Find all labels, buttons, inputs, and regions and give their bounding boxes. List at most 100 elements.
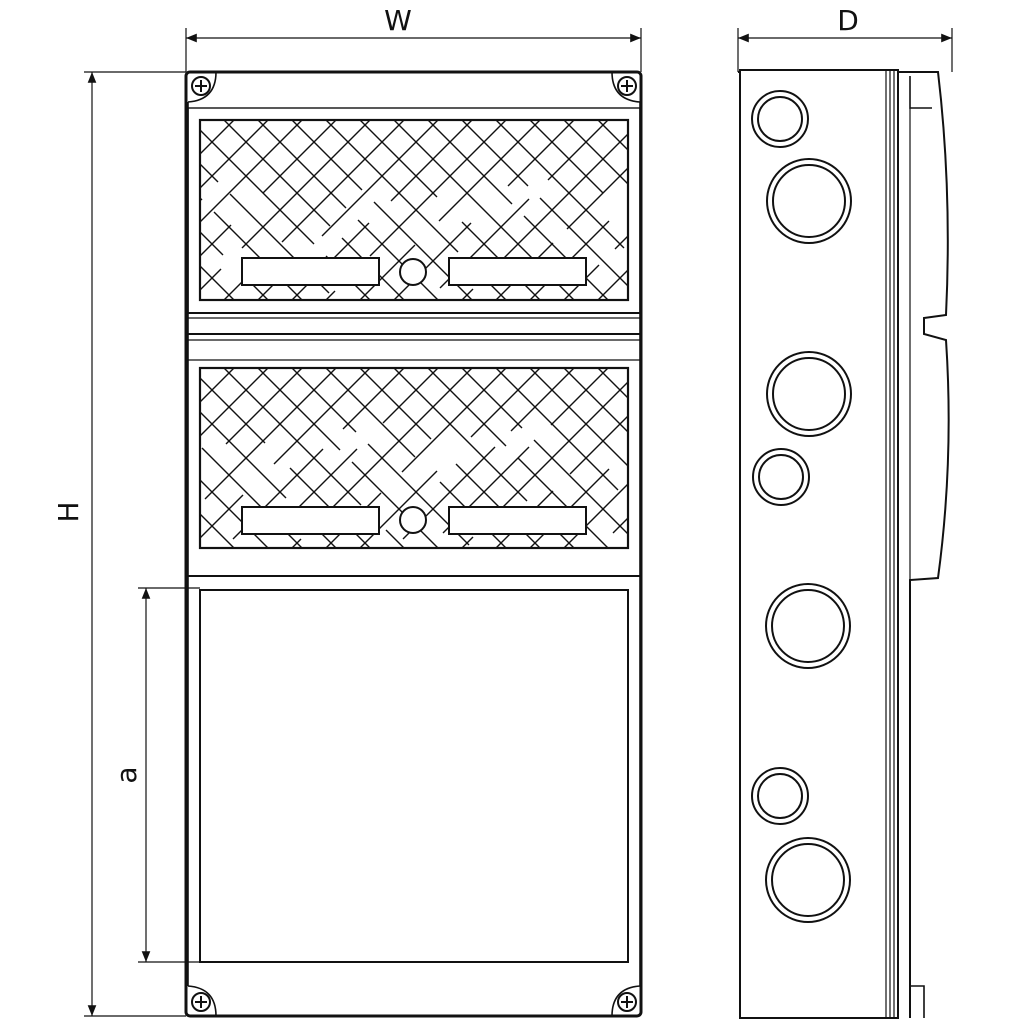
hatch-line bbox=[614, 235, 628, 250]
hatch-line bbox=[818, 238, 881, 301]
hatch-line bbox=[356, 354, 430, 428]
hatch-line bbox=[958, 548, 1019, 609]
hatch-line bbox=[984, 676, 1024, 728]
hatch-line bbox=[588, 348, 659, 419]
lock-icon bbox=[399, 506, 427, 534]
hatch-line bbox=[359, 244, 416, 300]
hatch-line bbox=[143, 838, 240, 935]
hatch-line bbox=[340, 703, 365, 728]
hatch-line bbox=[354, 344, 486, 476]
hatch-line bbox=[423, 755, 493, 825]
hatch-line bbox=[137, 695, 281, 839]
cable-entry-small bbox=[751, 90, 809, 148]
hatch-line bbox=[679, 368, 744, 433]
hatch-line bbox=[482, 548, 543, 609]
hatch-line bbox=[359, 830, 452, 923]
hatch-line bbox=[330, 779, 435, 884]
hatch-line bbox=[920, 962, 934, 976]
hatch-line bbox=[546, 758, 627, 839]
hatch-line bbox=[602, 464, 721, 583]
hatch-line bbox=[0, 420, 2, 496]
hatch-line bbox=[569, 415, 628, 475]
hatch-line bbox=[88, 368, 174, 454]
cable-entry-small bbox=[751, 767, 809, 825]
hatch-line bbox=[492, 636, 623, 767]
hatch-line bbox=[738, 368, 846, 476]
hatch-line bbox=[276, 376, 361, 461]
hatch-line bbox=[84, 537, 225, 678]
hatch-line bbox=[673, 564, 786, 677]
hatch-line bbox=[225, 368, 303, 445]
height-label: H bbox=[52, 501, 85, 522]
hatch-line bbox=[374, 655, 447, 728]
hatch-line bbox=[882, 652, 981, 751]
hatch-line bbox=[247, 279, 269, 300]
hatch-line bbox=[0, 868, 6, 976]
hatch-line bbox=[305, 542, 390, 627]
hatch-line bbox=[325, 368, 416, 458]
hatch-line bbox=[802, 708, 893, 799]
hatch-line bbox=[566, 167, 628, 230]
hatch-line bbox=[162, 640, 234, 712]
label-slot-left bbox=[241, 506, 380, 535]
hatch-line bbox=[200, 268, 222, 291]
hatch-line bbox=[369, 120, 507, 257]
hatch-line bbox=[92, 473, 197, 578]
hatch-line bbox=[748, 892, 832, 976]
hatch-line bbox=[656, 562, 790, 696]
hatch-line bbox=[514, 828, 643, 957]
hatch-line bbox=[585, 459, 643, 517]
hatch-line bbox=[313, 737, 375, 799]
hatch-line bbox=[654, 628, 781, 755]
hatch-line bbox=[28, 574, 120, 666]
hatch-line bbox=[200, 494, 244, 539]
hatch-line bbox=[410, 724, 502, 816]
hatch-line bbox=[200, 377, 266, 444]
hatch-line bbox=[373, 201, 473, 300]
hatch-line bbox=[200, 547, 201, 548]
hatch-line bbox=[291, 538, 302, 548]
hatch-line bbox=[250, 564, 385, 699]
hatch-line bbox=[894, 654, 968, 728]
hatch-line bbox=[414, 592, 483, 661]
hatch-line bbox=[136, 937, 175, 976]
lock-icon bbox=[399, 258, 427, 286]
hatch-line bbox=[647, 197, 735, 285]
hatch-line bbox=[26, 451, 117, 542]
hatch-line bbox=[828, 462, 947, 581]
hatch-line bbox=[165, 634, 230, 699]
plain-panel-bottom bbox=[199, 589, 629, 963]
hatch-line bbox=[834, 696, 866, 728]
hatch-line bbox=[564, 912, 628, 976]
hatch-line bbox=[0, 767, 73, 903]
hatch-line bbox=[439, 481, 507, 548]
hatch-line bbox=[666, 674, 768, 776]
hatch-line bbox=[352, 384, 481, 513]
hatch-line bbox=[1006, 776, 1024, 912]
hatch-line bbox=[261, 779, 401, 919]
hatch-line bbox=[306, 727, 307, 728]
hatch-line bbox=[550, 368, 609, 426]
hatch-line bbox=[646, 484, 707, 545]
hatch-line bbox=[968, 636, 1024, 767]
hatch-line bbox=[753, 120, 812, 179]
hatch-line bbox=[77, 576, 196, 695]
dimension-depth: D bbox=[737, 4, 953, 72]
hatch-line bbox=[307, 412, 384, 489]
hatch-line bbox=[430, 326, 530, 426]
hatch-line bbox=[461, 568, 578, 685]
depth-label: D bbox=[837, 4, 859, 37]
hatch-line bbox=[906, 326, 1006, 426]
hatch-line bbox=[272, 975, 273, 976]
hatch-line bbox=[563, 120, 628, 185]
hatch-line bbox=[364, 531, 469, 636]
hatch-line bbox=[393, 582, 486, 675]
hatch-line bbox=[954, 894, 1024, 976]
dimension-height: H bbox=[52, 71, 186, 1017]
hatch-line bbox=[551, 707, 609, 765]
hatch-line bbox=[357, 592, 486, 721]
hatch-line bbox=[342, 368, 405, 430]
hatch-line bbox=[881, 120, 948, 187]
hatch-line bbox=[960, 832, 1024, 942]
hatch-line bbox=[633, 564, 752, 683]
